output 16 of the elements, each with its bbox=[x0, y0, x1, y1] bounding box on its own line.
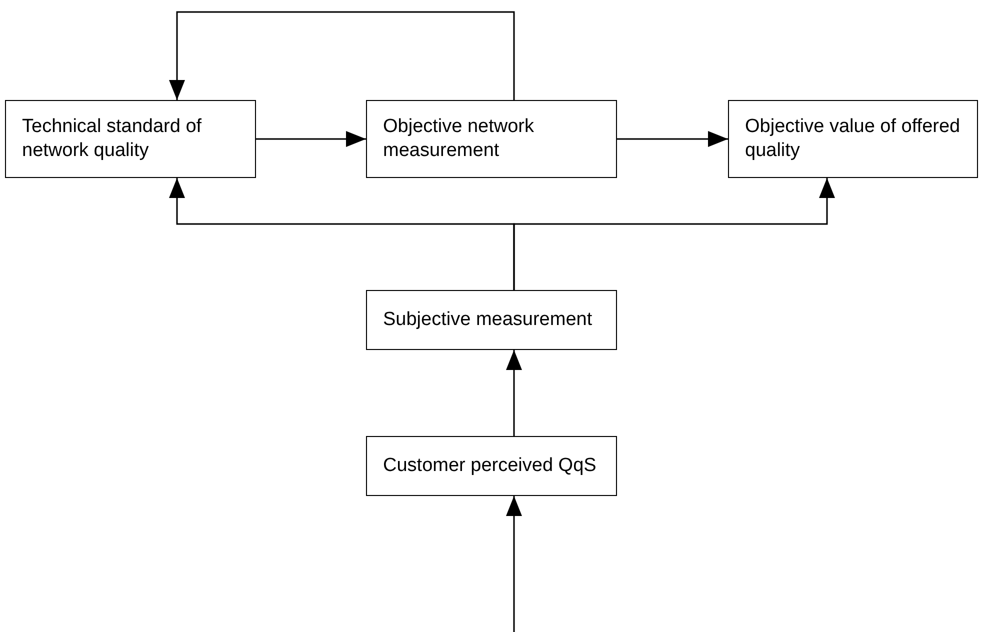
box-label: Objective value of offered quality bbox=[745, 115, 962, 162]
box-label: Subjective measurement bbox=[383, 308, 594, 332]
arrow bbox=[506, 350, 522, 436]
arrow bbox=[506, 496, 522, 632]
box-label: Technical standard of network quality bbox=[22, 115, 203, 162]
process-box bbox=[366, 100, 617, 178]
arrow bbox=[256, 131, 366, 147]
process-box bbox=[366, 436, 617, 496]
process-box bbox=[728, 100, 978, 178]
arrow bbox=[169, 11, 515, 100]
arrow bbox=[513, 178, 835, 290]
process-box bbox=[5, 100, 256, 178]
box-label: Customer perceived QqS bbox=[383, 454, 598, 478]
arrow bbox=[617, 131, 728, 147]
box-label: Objective network measurement bbox=[383, 115, 536, 162]
process-box bbox=[366, 290, 617, 350]
